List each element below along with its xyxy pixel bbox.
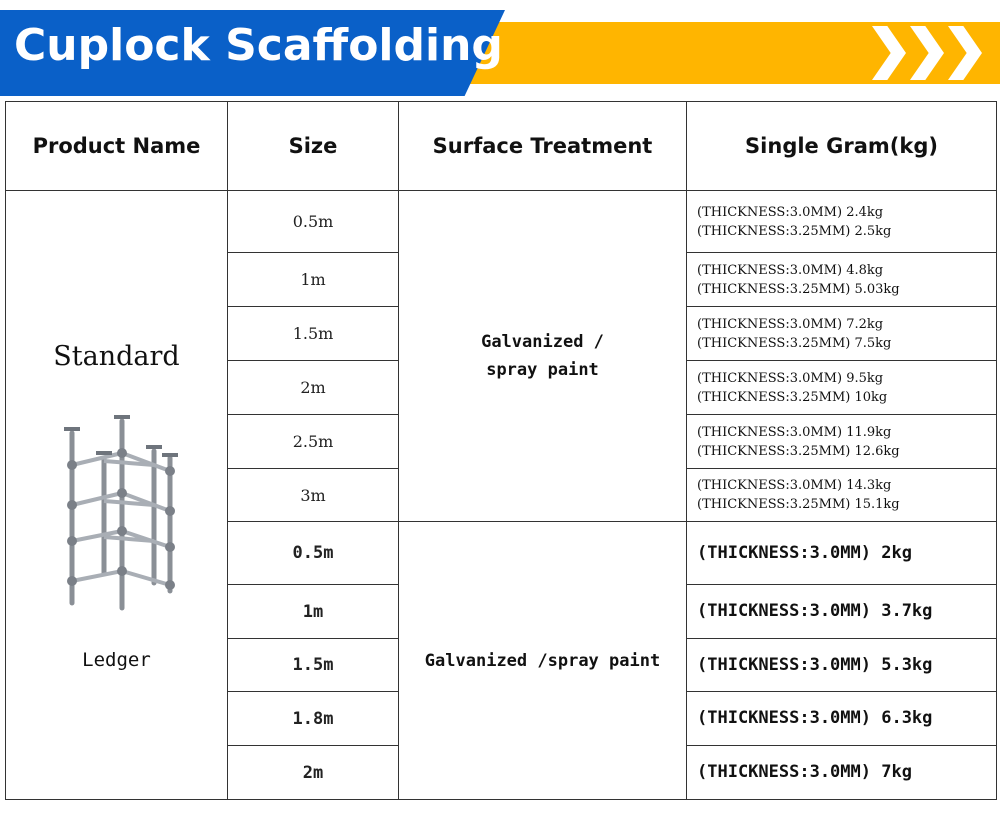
size-cell: 1.5m xyxy=(227,638,399,692)
size-cell: 0.5m xyxy=(227,521,399,585)
size-cell: 1.8m xyxy=(227,691,399,746)
size-cell: 1.5m xyxy=(227,306,399,361)
size-cell: 1m xyxy=(227,584,399,639)
size-cell: 0.5m xyxy=(227,190,399,253)
product-ledger-label: Ledger xyxy=(82,649,151,671)
weight-cell: (THICKNESS:3.0MM) 14.3kg (THICKNESS:3.25… xyxy=(686,468,997,522)
weight-line: (THICKNESS:3.25MM) 10kg xyxy=(697,389,888,405)
weight-cell: (THICKNESS:3.0MM) 4.8kg (THICKNESS:3.25M… xyxy=(686,252,997,307)
surface-line: spray paint xyxy=(486,360,599,380)
weight-cell: (THICKNESS:3.0MM) 2kg xyxy=(686,521,997,585)
weight-line: (THICKNESS:3.0MM) 4.8kg xyxy=(697,262,884,278)
weight-line: (THICKNESS:3.25MM) 12.6kg xyxy=(697,443,900,459)
weight-line: (THICKNESS:3.25MM) 2.5kg xyxy=(697,223,892,239)
product-standard-label: Standard xyxy=(53,341,180,372)
table-row: 0.5m Galvanized /spray paint (THICKNESS:… xyxy=(6,521,997,800)
weight-cell: (THICKNESS:3.0MM) 9.5kg (THICKNESS:3.25M… xyxy=(686,360,997,415)
header-size: Size xyxy=(227,101,399,191)
size-cell: 2.5m xyxy=(227,414,399,469)
table-row: Standard xyxy=(5,190,997,800)
weight-line: (THICKNESS:3.25MM) 5.03kg xyxy=(697,281,900,297)
weight-line: (THICKNESS:3.0MM) 2.4kg xyxy=(697,204,884,220)
table-header-row: Product Name Size Surface Treatment Sing… xyxy=(5,101,997,191)
weight-line: (THICKNESS:3.0MM) 7.2kg xyxy=(697,316,884,332)
surface-line: Galvanized / xyxy=(481,332,604,352)
table-row: 1.5m (THICKNESS:3.0MM) 5.3kg xyxy=(6,638,997,692)
size-cell: 2m xyxy=(227,360,399,415)
surface-treatment-cell: Galvanized / spray paint xyxy=(398,190,687,522)
header-banner: Cuplock Scaffolding xyxy=(0,0,1000,100)
table-row: 2.5m (THICKNESS:3.0MM) 11.9kg (THICKNESS… xyxy=(6,414,997,469)
surface-treatment-cell: Galvanized /spray paint xyxy=(398,521,687,800)
table-row: 1m (THICKNESS:3.0MM) 4.8kg (THICKNESS:3.… xyxy=(6,252,997,307)
weight-line: (THICKNESS:3.0MM) 14.3kg xyxy=(697,478,892,493)
weight-cell: (THICKNESS:3.0MM) 2.4kg (THICKNESS:3.25M… xyxy=(686,190,997,253)
table-row: 2m (THICKNESS:3.0MM) 9.5kg (THICKNESS:3.… xyxy=(6,360,997,415)
weight-line: (THICKNESS:3.25MM) 15.1kg xyxy=(697,497,900,512)
table-row: 1m (THICKNESS:3.0MM) 3.7kg xyxy=(6,584,997,639)
spec-table: Product Name Size Surface Treatment Sing… xyxy=(5,101,997,800)
page-title: Cuplock Scaffolding xyxy=(14,20,503,71)
table-row: 2m (THICKNESS:3.0MM) 7kg xyxy=(6,745,997,800)
banner-blue-panel xyxy=(0,10,505,96)
weight-cell: (THICKNESS:3.0MM) 5.3kg xyxy=(686,638,997,692)
weight-cell: (THICKNESS:3.0MM) 6.3kg xyxy=(686,691,997,746)
size-cell: 3m xyxy=(227,468,399,522)
banner-yellow-stripe xyxy=(470,22,1000,84)
weight-cell: (THICKNESS:3.0MM) 7kg xyxy=(686,745,997,800)
product-name-cell: Standard xyxy=(5,190,228,800)
table-row: 1.8m (THICKNESS:3.0MM) 6.3kg xyxy=(6,691,997,746)
size-cell: 2m xyxy=(227,745,399,800)
header-product-name: Product Name xyxy=(5,101,228,191)
weight-line: (THICKNESS:3.25MM) 7.5kg xyxy=(697,335,892,351)
weight-line: (THICKNESS:3.0MM) 11.9kg xyxy=(697,424,892,440)
weight-cell: (THICKNESS:3.0MM) 7.2kg (THICKNESS:3.25M… xyxy=(686,306,997,361)
scaffold-image xyxy=(64,415,178,611)
size-cell: 1m xyxy=(227,252,399,307)
weight-cell: (THICKNESS:3.0MM) 11.9kg (THICKNESS:3.25… xyxy=(686,414,997,469)
table-row: 3m (THICKNESS:3.0MM) 14.3kg (THICKNESS:3… xyxy=(6,468,997,522)
table-row: 1.5m (THICKNESS:3.0MM) 7.2kg (THICKNESS:… xyxy=(6,306,997,361)
weight-line: (THICKNESS:3.0MM) 9.5kg xyxy=(697,370,884,386)
header-surface-treatment: Surface Treatment xyxy=(398,101,687,191)
weight-cell: (THICKNESS:3.0MM) 3.7kg xyxy=(686,584,997,639)
header-single-gram: Single Gram(kg) xyxy=(686,101,997,191)
